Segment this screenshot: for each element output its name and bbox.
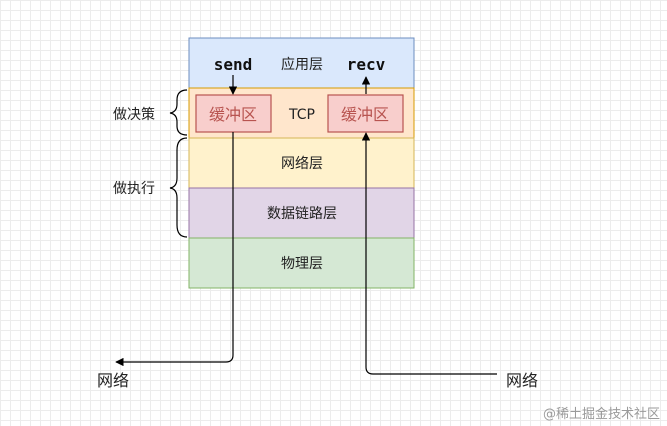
watermark: @稀土掘金技术社区 <box>543 406 660 422</box>
execute-brace <box>169 137 188 238</box>
decide-label: 做决策 <box>113 106 155 123</box>
right-buffer-label: 缓冲区 <box>341 105 389 124</box>
execute-label: 做执行 <box>113 181 155 197</box>
application-layer <box>188 37 415 89</box>
network-layer-label: 网络层 <box>281 156 323 172</box>
network-layer <box>188 137 415 189</box>
datalink-layer <box>188 187 415 239</box>
datalink-layer-label: 数据链路层 <box>267 206 337 222</box>
application-layer-label: 应用层 <box>281 56 323 73</box>
left-network-label: 网络 <box>97 371 129 390</box>
physical-layer <box>188 237 415 289</box>
right-network-label: 网络 <box>506 371 538 390</box>
outgoing-arrow <box>115 132 234 367</box>
physical-layer-label: 物理层 <box>281 256 323 272</box>
left-buffer-label: 缓冲区 <box>209 105 257 124</box>
incoming-arrow <box>361 132 497 375</box>
send-label: send <box>214 55 253 74</box>
decide-brace <box>169 89 188 136</box>
right-buffer <box>327 94 404 133</box>
recv-label: recv <box>347 55 386 74</box>
tcp-layer-label: TCP <box>288 107 315 123</box>
